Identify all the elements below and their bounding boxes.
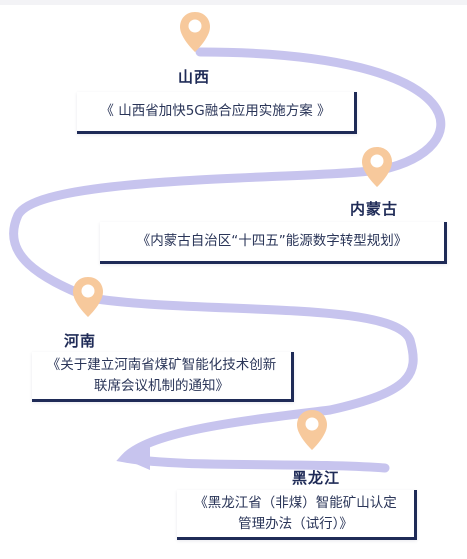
region-label: 内蒙古 xyxy=(350,200,399,218)
region-label: 山西 xyxy=(178,68,211,86)
region-label: 河南 xyxy=(64,332,97,350)
policy-card: 《 山西省加快5G融合应用实施方案 》 xyxy=(77,92,357,134)
location-pin-icon xyxy=(362,147,392,187)
location-pin-icon xyxy=(73,277,103,317)
policy-title: 《内蒙古自治区“十四五”能源数字转型规划》 xyxy=(136,233,408,249)
region-label: 黑龙江 xyxy=(292,469,341,487)
policy-title: 管理办法（试行）》 xyxy=(238,515,353,532)
location-pin-icon xyxy=(297,410,327,450)
policy-title: 《 山西省加快5G融合应用实施方案 》 xyxy=(100,103,331,119)
policy-card: 《黑龙江省（非煤）智能矿山认定 管理办法（试行）》 xyxy=(177,490,417,540)
location-pin-icon xyxy=(180,12,210,52)
policy-title: 《黑龙江省（非煤）智能矿山认定 xyxy=(194,494,397,511)
policy-title: 《关于建立河南省煤矿智能化技术创新 xyxy=(46,356,277,373)
top-strip xyxy=(0,0,467,5)
road-arrowhead xyxy=(122,440,150,470)
policy-title: 联席会议机制的通知》 xyxy=(94,377,229,394)
policy-card: 《内蒙古自治区“十四五”能源数字转型规划》 xyxy=(100,222,447,264)
policy-card: 《关于建立河南省煤矿智能化技术创新 联席会议机制的通知》 xyxy=(32,352,294,402)
